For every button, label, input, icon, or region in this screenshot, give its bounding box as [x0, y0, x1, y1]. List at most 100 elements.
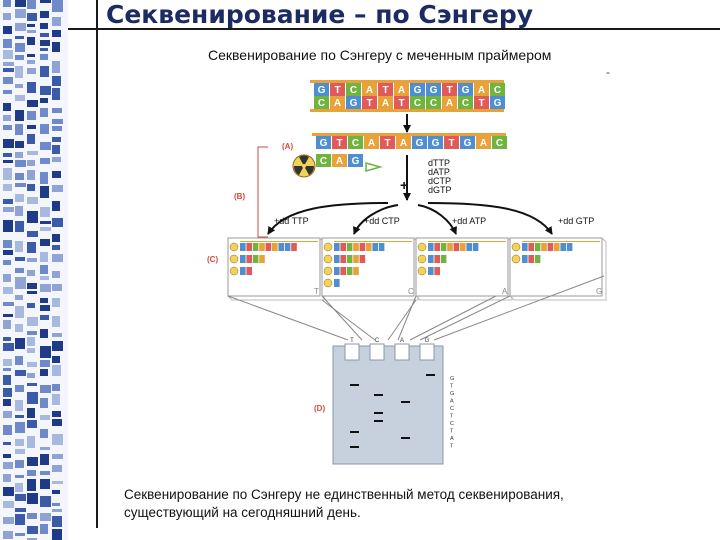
gel-readout-letter: A: [450, 399, 454, 405]
svg-text:A: A: [366, 85, 373, 96]
svg-text:G: G: [350, 98, 358, 109]
svg-text:A: A: [446, 98, 453, 109]
vertical-rule: [96, 0, 98, 528]
footer-line-2: существующий на сегодняшний день.: [124, 505, 361, 520]
step-label-c: (C): [207, 255, 218, 264]
radioactive-label-icon: [323, 254, 333, 264]
reaction-labels: +dd TTP+dd CTP+dd ATP+dd GTP: [274, 216, 594, 226]
svg-text:C: C: [430, 98, 437, 109]
base-cell: G: [410, 83, 425, 96]
split-arrows: [267, 202, 553, 235]
gel-readout-letter: G: [450, 391, 454, 397]
base-cell: G: [314, 83, 329, 96]
plus-sign: +: [400, 177, 408, 193]
footer-line-1: Секвенирование по Сэнгеру не единственны…: [124, 487, 564, 502]
svg-text:T: T: [448, 138, 454, 149]
gel-readout-letter: A: [450, 436, 454, 442]
dntp-label: dCTP: [428, 176, 451, 186]
gel-readout-letter: C: [450, 421, 454, 427]
step-label-b: (B): [234, 192, 245, 201]
base-cell: A: [474, 83, 489, 96]
step-label-a: (A): [282, 142, 293, 151]
svg-text:T: T: [336, 138, 342, 149]
radioactive-label-icon: [229, 242, 239, 252]
svg-text:C: C: [462, 98, 469, 109]
svg-text:T: T: [446, 85, 452, 96]
reaction-box: C: [321, 237, 419, 301]
gel-lane-label: A: [400, 338, 404, 344]
reaction-box: A: [415, 237, 513, 301]
svg-text:G: G: [414, 85, 422, 96]
svg-text:C: C: [320, 156, 327, 167]
base-cell: A: [364, 136, 379, 149]
svg-text:G: G: [352, 156, 360, 167]
svg-text:G: G: [494, 98, 502, 109]
svg-text:C: C: [496, 138, 503, 149]
svg-text:C: C: [352, 138, 359, 149]
base-cell: A: [330, 96, 345, 109]
figure-caption: Секвенирование по Сэнгеру с меченным пра…: [208, 47, 552, 63]
gel-lane-label: C: [375, 338, 380, 344]
terminal-base-label: A: [502, 287, 508, 296]
base-cell: A: [396, 136, 411, 149]
radioactive-label-icon: [323, 278, 333, 288]
dntp-label: dATP: [428, 167, 450, 177]
svg-text:C: C: [318, 98, 325, 109]
gel-readout-letter: T: [450, 414, 454, 420]
svg-text:T: T: [382, 85, 388, 96]
svg-text:T: T: [384, 138, 390, 149]
base-cell: C: [314, 96, 329, 109]
base-cell: C: [490, 83, 505, 96]
svg-text:G: G: [464, 138, 472, 149]
base-cell: T: [330, 83, 345, 96]
svg-text:G: G: [462, 85, 470, 96]
svg-text:T: T: [366, 98, 372, 109]
radioactive-label-icon: [323, 242, 333, 252]
base-cell: C: [458, 96, 473, 109]
radioactive-label-icon: [323, 266, 333, 276]
base-cell: G: [428, 136, 443, 149]
base-cell: G: [460, 136, 475, 149]
dntp-label: dTTP: [428, 158, 450, 168]
base-cell: C: [348, 136, 363, 149]
gel-readout-letter: T: [450, 429, 454, 435]
base-cell: G: [458, 83, 473, 96]
base-cell: T: [362, 96, 377, 109]
svg-text:T: T: [478, 98, 484, 109]
footer-text: Секвенирование по Сэнгеру не единственны…: [124, 486, 684, 522]
svg-text:A: A: [478, 85, 485, 96]
dntp-label: dGTP: [428, 185, 452, 195]
gel-lane-label: T: [350, 338, 354, 344]
base-cell: T: [442, 83, 457, 96]
base-cell: C: [410, 96, 425, 109]
svg-text:C: C: [414, 98, 421, 109]
svg-text:A: A: [334, 98, 341, 109]
base-cell: T: [378, 83, 393, 96]
svg-text:A: A: [400, 138, 407, 149]
base-cell: T: [474, 96, 489, 109]
gel-readout-letter: T: [450, 384, 454, 390]
reaction-label: +dd ATP: [452, 216, 486, 226]
reaction-label: +dd GTP: [558, 216, 594, 226]
base-cell: G: [426, 83, 441, 96]
reaction-label: +dd CTP: [364, 216, 400, 226]
base-cell: C: [346, 83, 361, 96]
primer-end-arrow-icon: [365, 162, 383, 172]
svg-text:T: T: [334, 85, 340, 96]
svg-text:T: T: [398, 98, 404, 109]
step-label-d: (D): [314, 404, 325, 413]
radioactive-label-icon: [417, 242, 427, 252]
step-bracket: [257, 146, 268, 238]
svg-text:G: G: [416, 138, 424, 149]
svg-text:G: G: [432, 138, 440, 149]
base-cell: A: [442, 96, 457, 109]
base-cell: A: [362, 83, 377, 96]
base-cell: A: [394, 83, 409, 96]
gel-readout-letter: G: [450, 376, 454, 382]
radioactive-label-icon: [292, 154, 316, 178]
radioactive-label-icon: [417, 266, 427, 276]
slide-title: Секвенирование – по Сэнгеру: [106, 0, 534, 29]
